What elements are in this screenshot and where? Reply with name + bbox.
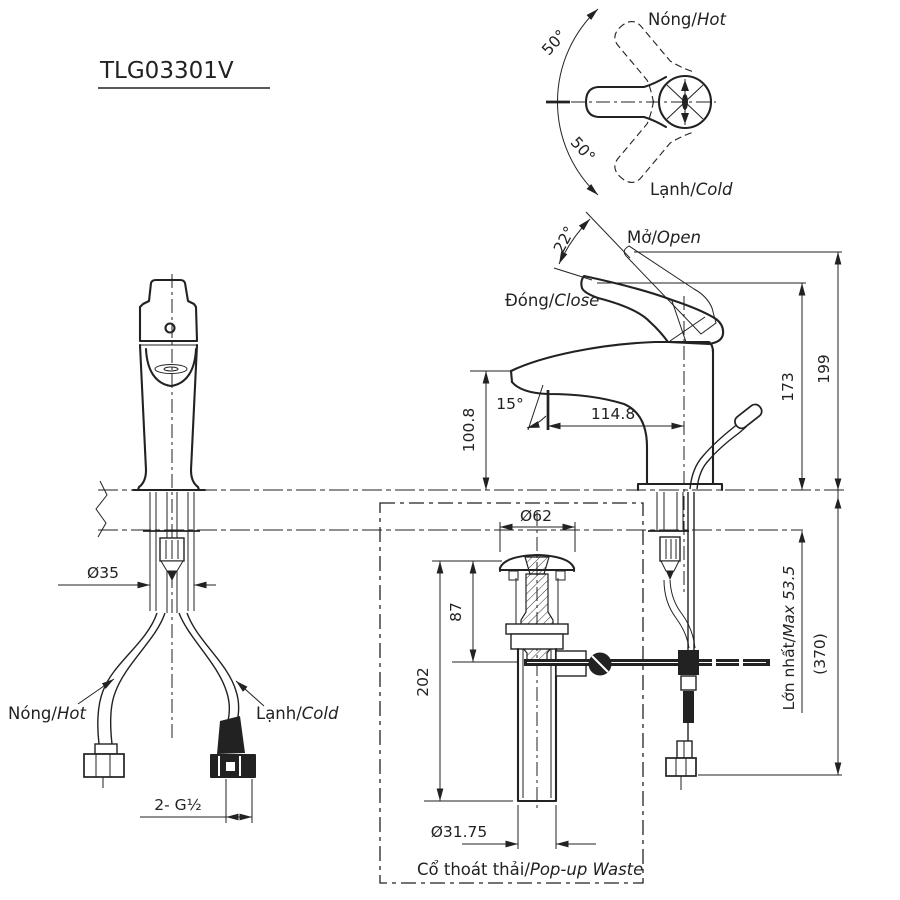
popup-detail-box <box>379 502 644 884</box>
dimensions: TLG03301V Nóng/Hot Lạnh/Cold 50° 50° Mở/… <box>8 10 842 879</box>
counter-arrow-down <box>834 478 842 490</box>
rod-gap-1 <box>712 657 716 668</box>
popup-waste-view <box>379 502 770 884</box>
rod-clamp <box>678 650 699 675</box>
tail-dia-ext <box>517 805 557 849</box>
flange-dia-label: Ø62 <box>520 507 552 525</box>
side-hex-nut <box>665 757 697 777</box>
front-bolt-tip <box>167 571 177 581</box>
lever-closed-outline <box>580 274 725 346</box>
front-spout-mouth <box>144 347 198 388</box>
cold-nut-facets <box>218 756 241 776</box>
popup-body-walls <box>515 578 559 624</box>
side-spout-underside <box>510 380 649 485</box>
side-base <box>636 482 724 492</box>
temp-indicator-dot <box>164 322 176 334</box>
hot-hose-nut <box>83 753 125 778</box>
front-lever-cap <box>138 278 199 343</box>
front-nut-knurls <box>165 540 179 559</box>
thread-label: 2- G½ <box>154 796 201 814</box>
spout-height-label: 100.8 <box>460 408 478 452</box>
rod-gap-2 <box>739 657 743 668</box>
hot-hose-collar <box>94 743 118 755</box>
aerator-inner <box>163 366 179 372</box>
top-cold-label: Lạnh/Cold <box>650 180 733 199</box>
front-cold-label: Lạnh/Cold <box>256 704 339 723</box>
max-thickness-label: Lớn nhất/Max 53.5 <box>780 566 798 711</box>
top-hot-label: Nóng/Hot <box>648 10 726 29</box>
hub-arrow-up <box>681 80 689 91</box>
side-supply-hose <box>663 579 696 649</box>
tail-dia-label: Ø31.75 <box>431 823 488 841</box>
hot-leader-line <box>77 678 115 705</box>
hot-nut-facets <box>95 754 111 788</box>
spray-angle-label: 15° <box>496 395 523 413</box>
height-open-label: 199 <box>815 354 833 384</box>
height-closed-bottom-arrow <box>798 478 806 490</box>
counter-surface <box>95 480 845 538</box>
front-view <box>83 274 256 788</box>
angle22-ext1 <box>585 211 631 259</box>
cold-nut-window <box>226 762 235 771</box>
popup-plug-cone <box>524 556 550 575</box>
rod-connector <box>683 691 694 723</box>
side-shank-tubes <box>656 492 684 530</box>
popup-collar-lip <box>505 623 569 635</box>
hub-arrow-down <box>681 113 689 124</box>
top-view <box>546 8 716 196</box>
popup-collar <box>510 633 564 650</box>
plug-depth-label: 87 <box>447 602 465 622</box>
angle-22-label: 22° <box>550 223 579 256</box>
drawing-title: TLG03301V <box>99 58 234 84</box>
popup-flange-tab-right <box>555 570 566 581</box>
rod-clamp-lower <box>680 675 697 691</box>
lift-rod-upper <box>689 420 747 490</box>
ball-joint-highlight <box>591 655 609 673</box>
side-bolt-tip <box>666 571 674 580</box>
spray-angle-arc <box>526 415 547 429</box>
front-washer <box>160 560 184 572</box>
shank-dia-label: Ø35 <box>87 564 119 582</box>
aerator-outer <box>154 364 188 374</box>
front-body-sides <box>131 343 207 492</box>
popup-caption: Cổ thoát thải/Pop-up Waste <box>417 860 643 879</box>
open-label: Mở/Open <box>627 228 701 247</box>
handle-hub <box>657 74 713 130</box>
counter-arrow-up <box>834 497 842 509</box>
thread-ext-lines <box>225 779 253 823</box>
front-hot-label: Nóng/Hot <box>8 704 86 723</box>
head-face-creases <box>669 300 706 343</box>
tail-length-label: 202 <box>414 667 432 697</box>
angle22-arc <box>558 218 591 265</box>
popup-tube-inner-lines <box>522 649 552 798</box>
hose-cold <box>178 612 240 723</box>
height-closed-label: 173 <box>779 372 797 402</box>
cold-leader-line <box>235 680 265 707</box>
lift-rod-lower <box>687 492 695 650</box>
cold-hose-sleeve <box>217 716 245 754</box>
depth-ref-label: (370) <box>811 633 829 675</box>
angle22-ext2 <box>553 267 593 281</box>
side-mounting-nut <box>659 536 681 562</box>
side-spout-tip-face <box>509 369 514 384</box>
popup-flange-tab-left <box>508 570 519 581</box>
counter-break-symbol <box>95 480 108 538</box>
side-spout-top <box>509 340 715 373</box>
lift-rod-knob <box>734 403 763 430</box>
angle-50-upper: 50° <box>538 26 570 58</box>
side-hex-nut-facets <box>675 758 687 790</box>
close-label: Đóng/Close <box>505 291 599 310</box>
lever-open-outline <box>623 245 717 335</box>
max-thickness-arrow <box>798 531 806 543</box>
hose-hot <box>97 612 166 745</box>
side-washer <box>660 560 680 572</box>
side-view <box>509 245 763 790</box>
hub-center-pin <box>682 94 688 110</box>
spout-reach-label: 114.8 <box>591 405 635 423</box>
side-nut-knurls <box>665 539 677 559</box>
